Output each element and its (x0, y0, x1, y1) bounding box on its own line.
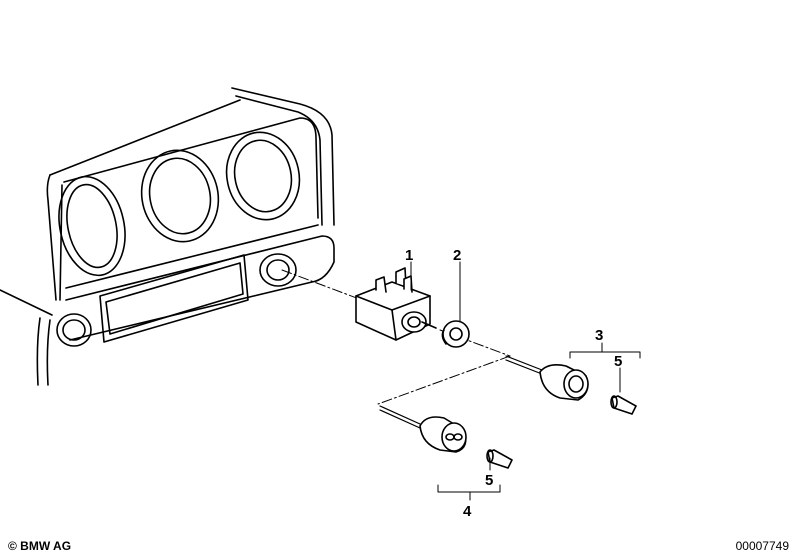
callout-4: 4 (463, 503, 472, 520)
part-1-switch (355, 267, 437, 341)
part-5-bulb-upper (610, 395, 637, 415)
part-3-knob (505, 355, 589, 401)
document-number: 00007749 (735, 539, 789, 553)
copyright-notice: © BMW AG (8, 539, 72, 553)
callout-5-upper: 5 (614, 353, 622, 370)
display-window (99, 254, 249, 343)
instrument-cluster (0, 87, 335, 386)
part-2-nut (441, 320, 470, 348)
gauge-center (140, 149, 220, 243)
callout-1: 1 (405, 247, 413, 264)
assembly-axis-lines (281, 269, 511, 405)
switch-hole-right (259, 253, 297, 287)
switch-hole-left (56, 313, 92, 347)
callout-5-lower: 5 (485, 472, 493, 489)
callout-3: 3 (595, 327, 603, 344)
leader-lines (410, 261, 641, 501)
part-4-knob (379, 405, 467, 453)
gauge-left (58, 175, 126, 277)
callout-2: 2 (453, 247, 461, 264)
part-5-bulb-lower (486, 449, 513, 469)
gauge-right (225, 131, 301, 221)
